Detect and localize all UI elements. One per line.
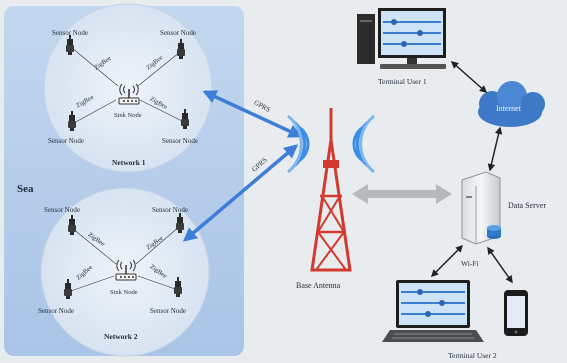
- network-1-circle: [43, 3, 213, 173]
- sensor-node-label: Sensor Node: [38, 307, 74, 315]
- sensor-node-label: Sensor Node: [44, 206, 80, 214]
- data-server-label: Data Server: [508, 201, 546, 210]
- base-antenna-label: Base Antenna: [296, 281, 341, 290]
- wifi-label: Wi-Fi: [461, 259, 479, 268]
- user1-internet-link: [450, 61, 488, 93]
- terminal-user-2-phone-icon: [504, 290, 528, 336]
- internet-server-link: [487, 126, 503, 172]
- sensor-node-label: Sensor Node: [152, 206, 188, 214]
- gprs-label-1: GPRS: [253, 99, 272, 114]
- sensor-node-label: Sensor Node: [48, 137, 84, 145]
- internet-label: Internet: [496, 104, 522, 113]
- wifi-link-laptop: [430, 244, 464, 278]
- data-server-icon: [461, 171, 501, 245]
- network-2: Sensor Node Sensor Node Sensor Node Sens…: [38, 187, 210, 357]
- antenna-server-link: [352, 184, 452, 204]
- sink-node-label: Sink Node: [114, 112, 142, 119]
- sink-node-label: Sink Node: [110, 289, 138, 296]
- terminal-user-1-label: Terminal User 1: [378, 77, 427, 86]
- network-2-circle: [40, 187, 210, 357]
- base-antenna-icon: [287, 108, 375, 272]
- sensor-node-label: Sensor Node: [150, 307, 186, 315]
- terminal-user-2-label: Terminal User 2: [448, 351, 497, 360]
- terminal-user-2-laptop-icon: [382, 280, 484, 342]
- wifi-link-phone: [487, 246, 513, 284]
- internet-cloud-icon: [478, 81, 545, 127]
- terminal-user-1-icon: [357, 8, 446, 69]
- gprs-arrow-2: [182, 144, 299, 242]
- network-1: Sensor Node Sensor Node Sensor Node Sens…: [43, 3, 213, 173]
- gprs-arrow-1: [202, 90, 303, 138]
- sea-label: Sea: [17, 183, 34, 195]
- sensor-node-label: Sensor Node: [162, 137, 198, 145]
- sensor-node-label: Sensor Node: [52, 29, 88, 37]
- network-1-title: Network 1: [112, 158, 146, 167]
- sensor-node-label: Sensor Node: [160, 29, 196, 37]
- network-2-title: Network 2: [104, 332, 138, 341]
